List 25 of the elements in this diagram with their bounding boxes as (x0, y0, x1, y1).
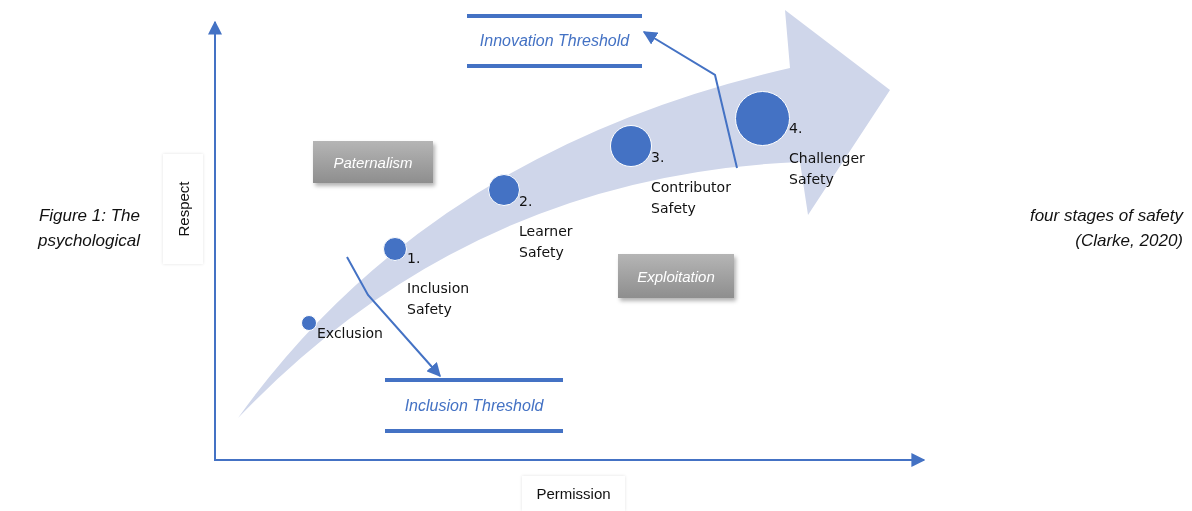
stage-label: Contributor Safety (651, 178, 732, 218)
stage-label: 3. (651, 148, 666, 167)
stage-label: 2. (519, 192, 534, 211)
threshold-band (467, 14, 642, 68)
stage-label: Inclusion Safety (407, 279, 471, 319)
quadrant-box (313, 141, 433, 183)
threshold-band (385, 378, 563, 433)
quadrant-label: Exploitation (637, 267, 715, 285)
threshold-arrow (346, 256, 441, 378)
quadrant-box (618, 254, 734, 298)
stage-label: Challenger Safety (789, 149, 866, 189)
stage-label: Learner Safety (519, 222, 574, 262)
threshold-label: Inclusion Threshold (404, 396, 544, 415)
stage-label: Exclusion (317, 324, 384, 343)
threshold-label: Innovation Threshold (479, 32, 630, 50)
stage-dot (301, 315, 317, 331)
caption-text: four stages of safety (Clarke, 2020) (1028, 205, 1183, 252)
caption-text: Figure 1: The psychological (36, 205, 140, 252)
quadrant-label: Paternalism (333, 153, 413, 171)
threshold-arrow (642, 31, 738, 169)
axis-label: Permission (522, 476, 625, 511)
stage-label: 1. (407, 249, 422, 268)
axis-label: Respect (163, 154, 203, 264)
stage-dot (383, 237, 407, 261)
stage-label: 4. (789, 119, 804, 138)
